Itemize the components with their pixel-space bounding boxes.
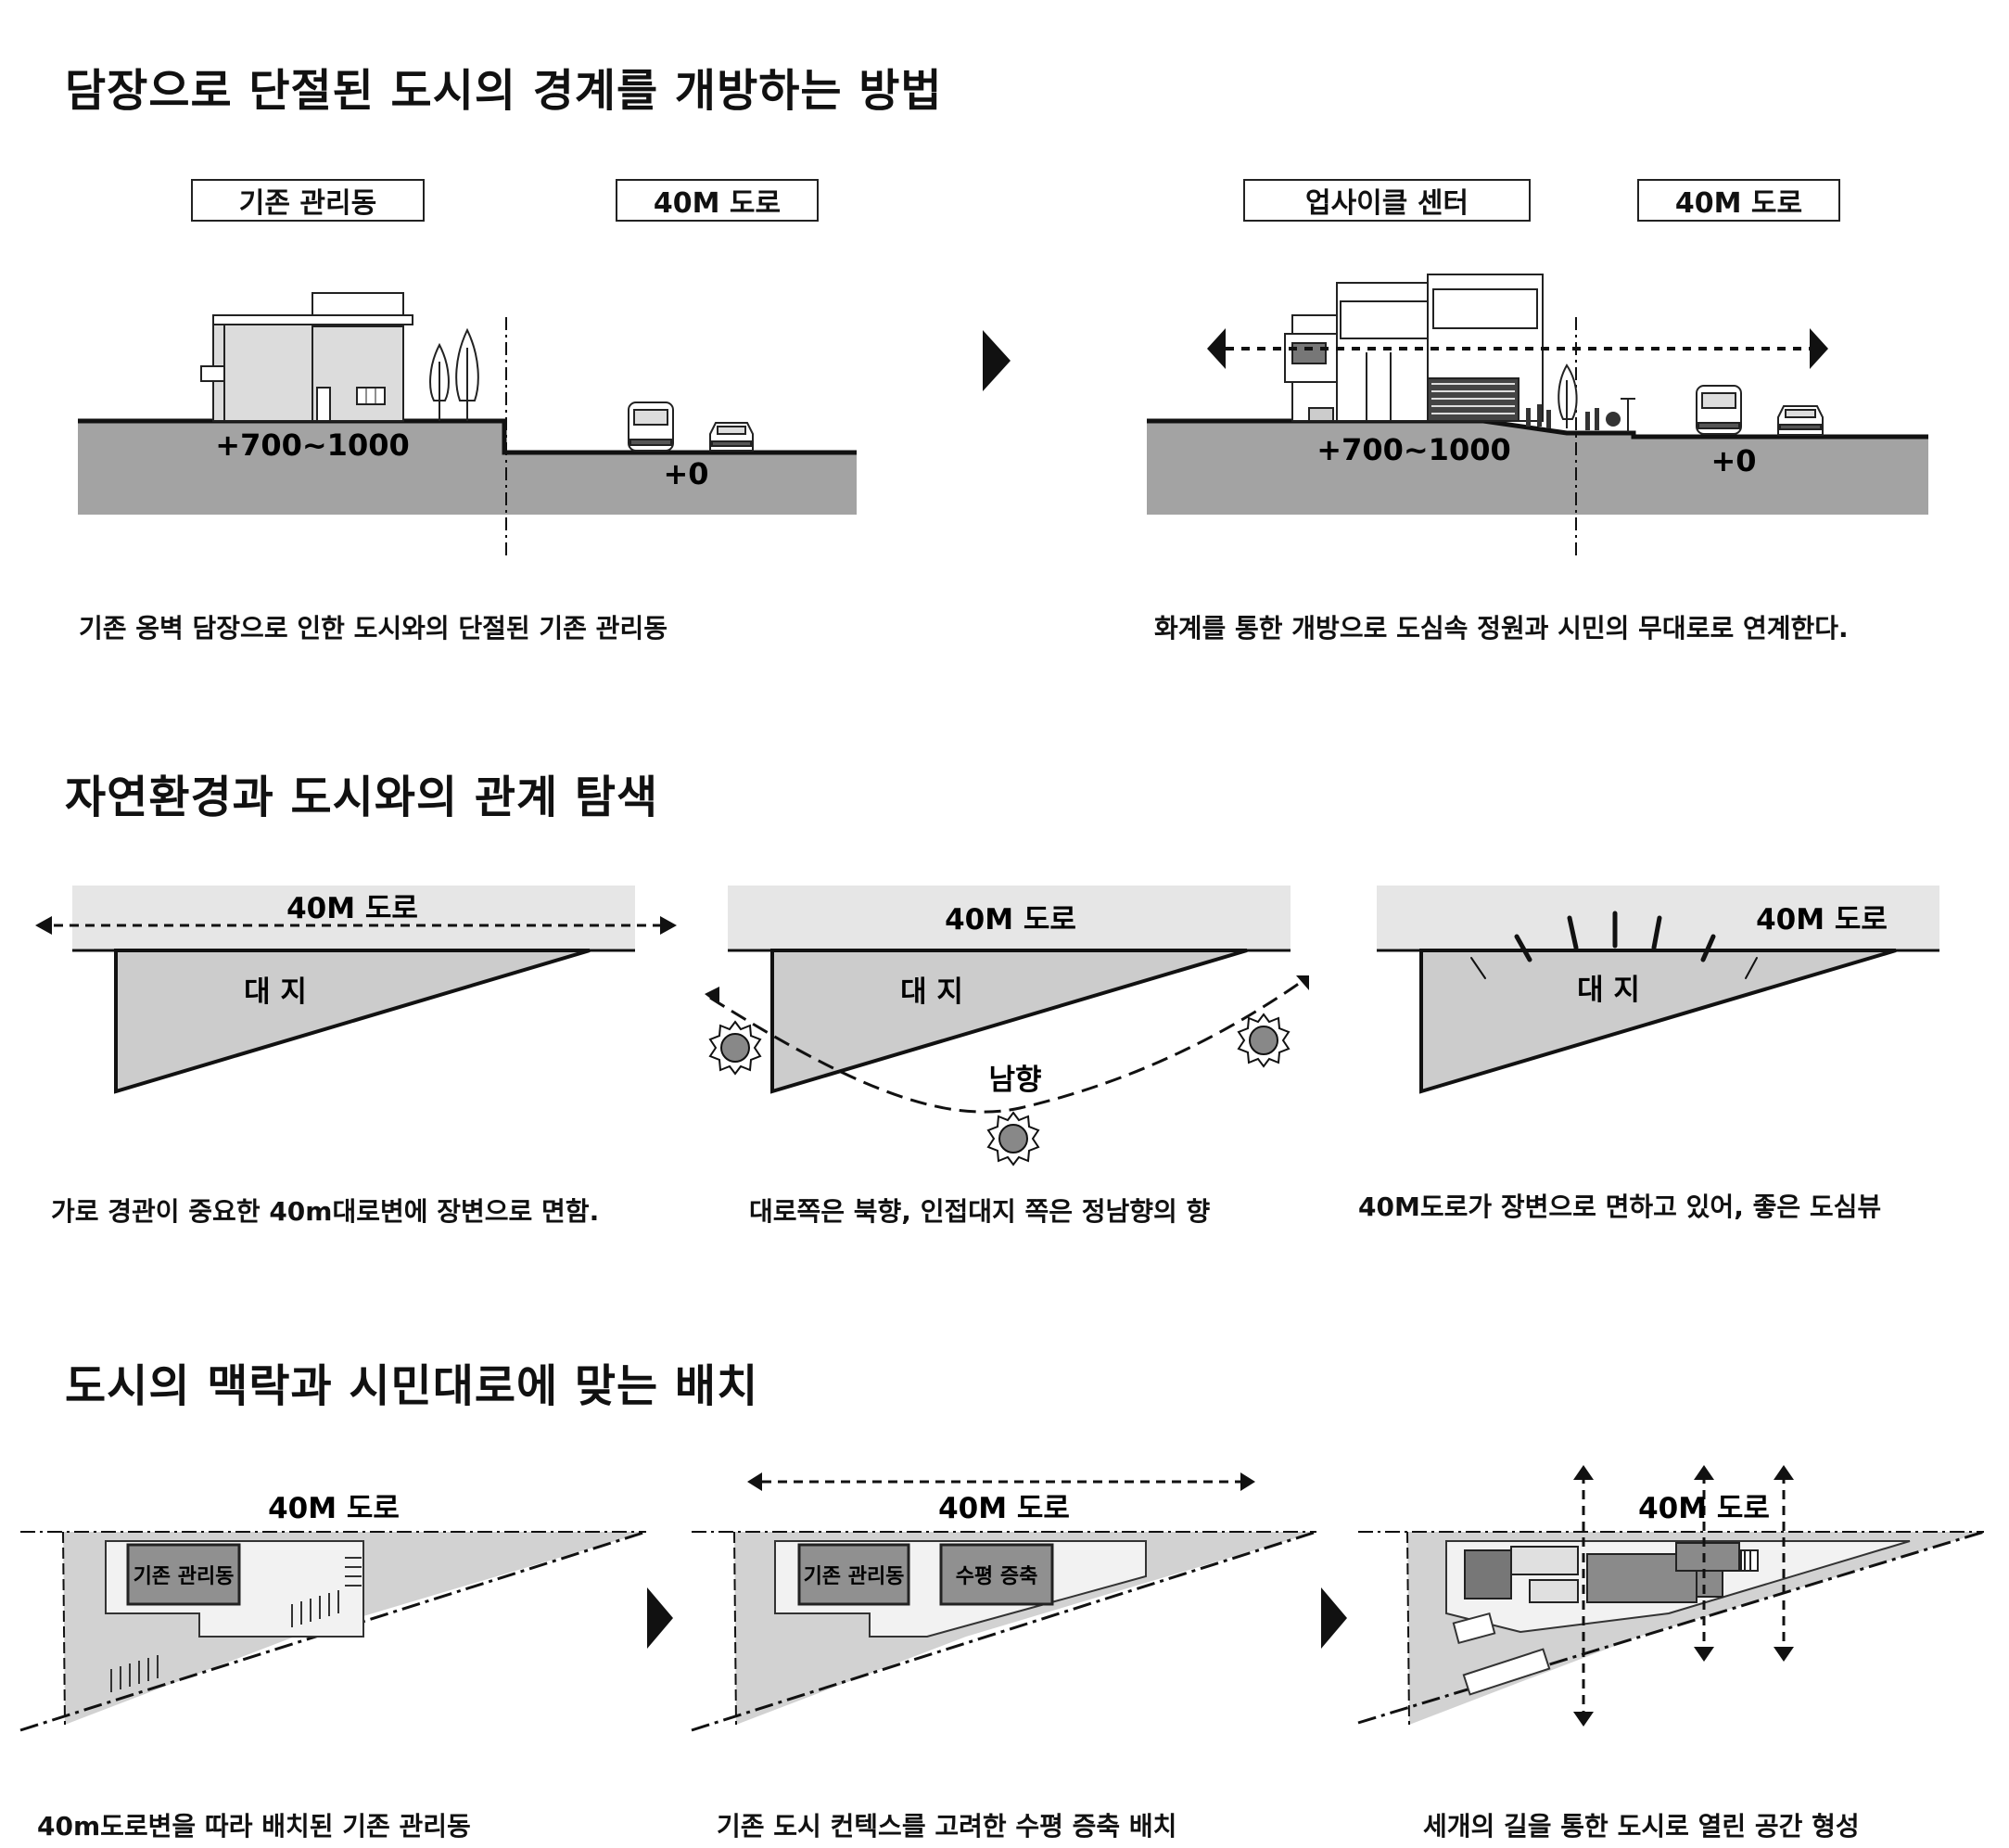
label-road-right: 40M 도로 [1637,179,1840,222]
section-title-2: 자연환경과 도시와의 관계 탐색 [65,771,659,823]
tree-icon [429,327,479,421]
label-road-left: 40M 도로 [616,179,819,222]
caption-s2-2: 대로쪽은 북향, 인접대지 쪽은 정남향의 향 [749,1196,1211,1227]
bus-icon [628,401,674,452]
extension-block [939,1543,1054,1606]
section-title-1: 담장으로 단절된 도시의 경계를 개방하는 방법 [65,65,943,117]
s2-panel-2: 40M 도로 대 지 남향 [705,886,1309,1166]
arrow-right-icon [660,916,677,935]
extension-label: 수평 증축 [956,1565,1038,1588]
s3-panel-3: 40M 도로 [1357,1465,1985,1727]
road-band [72,886,635,950]
arrow-right-icon [983,330,1011,391]
caption-s2-3: 40M도로가 장변으로 면하고 있어, 좋은 도심뷰 [1358,1192,1882,1222]
vertical-path-arrows [1582,1474,1786,1715]
level-high-left: +700~1000 [215,427,409,463]
caption-s1-left: 기존 옹벽 담장으로 인한 도시와의 단절된 기존 관리동 [79,613,668,644]
tree-icon [1558,363,1578,428]
building-label: 기존 관리동 [134,1565,235,1588]
ground-right [1147,421,1928,515]
ground-high [78,421,857,515]
building-label: 기존 관리동 [804,1565,905,1588]
level-low-right: +0 [1710,443,1756,478]
level-high-right: +700~1000 [1316,432,1510,467]
site-triangle [770,949,1248,1094]
caption-s1-right: 화계를 통한 개방으로 도심속 정원과 시민의 무대로로 연계한다. [1154,613,1849,644]
site-label: 대 지 [1577,974,1640,1007]
caption-s3-2: 기존 도시 컨텍스를 고려한 수평 증축 배치 [717,1811,1177,1842]
s2-panel-3: 40M 도로 대 지 [1377,886,1939,1094]
road-label: 40M 도로 [268,1492,400,1525]
existing-building-block [797,1543,910,1606]
south-label: 남향 [988,1064,1041,1097]
section-title-3: 도시의 맥락과 시민대로에 맞는 배치 [65,1360,759,1412]
level-low-left: +0 [663,456,708,491]
arrow-right-icon [1321,1587,1347,1649]
road-label: 40M 도로 [1756,903,1888,937]
caption-s3-3: 세개의 길을 통한 도시로 열린 공간 형성 [1423,1811,1860,1842]
sun-icon [1237,1013,1291,1068]
site-label: 대 지 [244,975,307,1009]
existing-building-block [126,1543,241,1606]
car-icon [709,422,754,452]
site-triangle [114,949,591,1094]
site-triangle [1419,949,1897,1094]
road-label: 40M 도로 [1638,1492,1770,1525]
site-label: 대 지 [900,975,963,1009]
bus-icon [1696,385,1742,435]
sun-path [709,979,1303,1114]
road-label: 40M 도로 [286,892,418,925]
caption-s3-1: 40m도로변을 따라 배치된 기존 관리동 [37,1811,471,1842]
upcycle-center-building [1284,274,1544,422]
label-upcycle-center: 업사이클 센터 [1243,179,1531,222]
new-building-complex [1464,1542,1759,1603]
caption-s2-1: 가로 경관이 중요한 40m대로변에 장변으로 면함. [51,1196,600,1227]
arrow-right-icon [647,1587,673,1649]
car-icon [1777,405,1824,436]
span-double-arrow [747,1472,1255,1491]
s3-panel-2: 기존 관리동 수평 증축 40M 도로 [691,1472,1317,1732]
sun-icon [708,1020,762,1076]
existing-building [200,292,413,422]
opening-double-arrow [1207,328,1828,369]
street-lamp [1621,398,1635,432]
arrow-left-icon [35,916,52,935]
road-label: 40M 도로 [938,1492,1070,1525]
people-figures [1526,404,1621,430]
s2-panel-1: 40M 도로 대 지 [35,886,677,1094]
view-rays [1470,911,1758,979]
s3-panel-1: 기존 관리동 40M 도로 [19,1492,647,1732]
sun-icon [986,1111,1040,1166]
label-existing-building: 기존 관리동 [191,179,425,222]
road-label: 40M 도로 [945,903,1076,937]
